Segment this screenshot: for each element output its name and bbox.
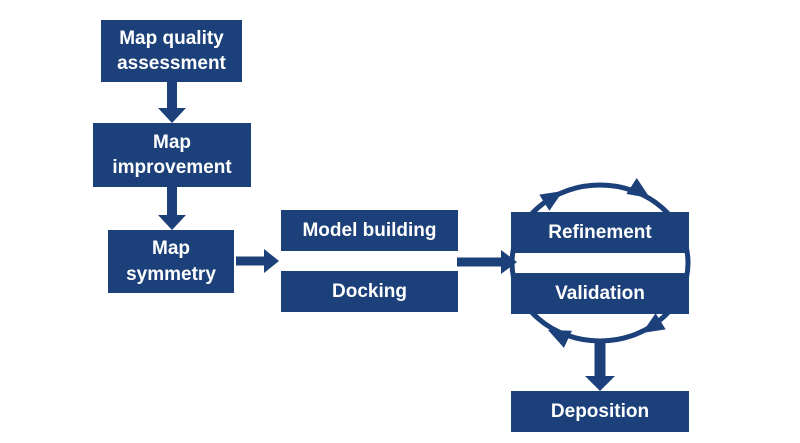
node-model-building: Model building — [281, 210, 458, 251]
cycle-arrowhead-bottom-left-icon — [548, 330, 572, 348]
node-label: Map symmetry — [126, 238, 216, 285]
node-deposition: Deposition — [511, 391, 689, 432]
node-label: Map quality assessment — [117, 27, 226, 74]
node-validation: Validation — [511, 273, 689, 314]
cycle-ellipse-icon — [509, 182, 691, 344]
node-map-symmetry: Map symmetry — [108, 230, 234, 293]
cycle-arrowhead-top-right-icon — [626, 178, 650, 198]
node-label: Map improvement — [112, 131, 232, 178]
arrow-right-1-icon — [236, 249, 279, 273]
node-map-improvement: Map improvement — [93, 123, 251, 187]
node-label: Deposition — [550, 400, 650, 422]
arrow-down-3-icon — [585, 339, 615, 391]
node-label: Model building — [302, 219, 437, 241]
cycle-arrowhead-top-left-icon — [539, 191, 563, 211]
arrow-down-2-icon — [158, 187, 186, 230]
cycle-arrowhead-bottom-right-icon — [642, 313, 666, 333]
node-docking: Docking — [281, 271, 458, 312]
node-label: Refinement — [548, 221, 652, 243]
node-label: Validation — [555, 282, 645, 304]
node-map-quality-assessment: Map quality assessment — [101, 20, 242, 82]
node-refinement: Refinement — [511, 212, 689, 253]
arrow-down-1-icon — [158, 82, 186, 123]
arrow-right-2-icon — [457, 250, 517, 274]
node-label: Docking — [332, 280, 407, 302]
